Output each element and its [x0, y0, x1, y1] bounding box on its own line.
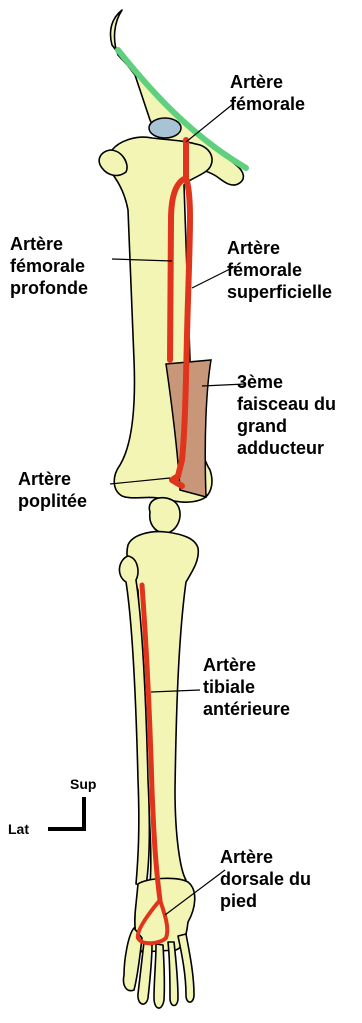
label-tibiale: Artère tibiale antérieure	[203, 655, 290, 719]
label-line: fémorale	[230, 94, 305, 114]
label-line: Artère	[220, 847, 273, 867]
label-line: Artère	[227, 238, 280, 258]
label-line: antérieure	[203, 699, 290, 719]
label-line: fémorale	[227, 260, 302, 280]
orientation-marker: Sup Lat	[8, 776, 96, 837]
label-line: Artère	[10, 234, 63, 254]
femoral-head	[149, 118, 181, 138]
label-line: adducteur	[237, 438, 324, 458]
label-line: superficielle	[227, 282, 332, 302]
label-line: Artère	[203, 655, 256, 675]
label-faisceau: 3ème faisceau du grand adducteur	[237, 372, 341, 458]
orientation-axes	[48, 797, 84, 829]
label-line: Artère	[18, 469, 71, 489]
label-femorale-superficielle: Artère fémorale superficielle	[227, 238, 332, 302]
label-poplitee: Artère poplitée	[18, 469, 87, 511]
label-line: faisceau du	[237, 394, 336, 414]
label-line: tibiale	[203, 677, 255, 697]
leader-femorale	[186, 104, 233, 142]
patella	[149, 498, 180, 533]
orient-lat: Lat	[8, 821, 29, 837]
label-line: pied	[220, 891, 257, 911]
orient-sup: Sup	[70, 776, 96, 792]
label-line: dorsale du	[220, 869, 311, 889]
label-line: poplitée	[18, 491, 87, 511]
label-arteriefemorale: Artère fémorale	[230, 72, 305, 114]
label-line: 3ème	[237, 372, 283, 392]
label-femorale-profonde: Artère fémorale profonde	[10, 234, 90, 298]
label-line: profonde	[10, 278, 88, 298]
label-line: grand	[237, 416, 287, 436]
label-line: fémorale	[10, 256, 85, 276]
label-line: Artère	[230, 72, 283, 92]
label-dorsale: Artère dorsale du pied	[220, 847, 316, 911]
